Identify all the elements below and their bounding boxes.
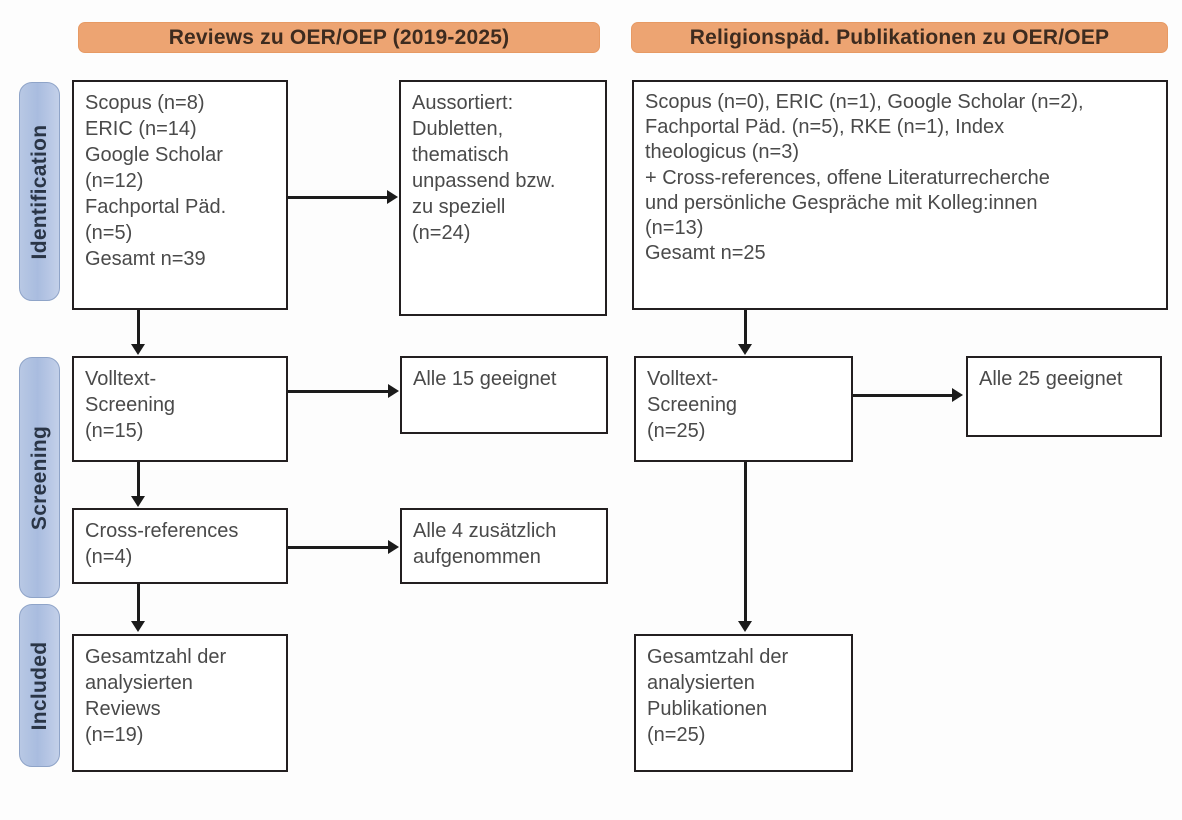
right-screening-line-1: Volltext- <box>647 368 719 390</box>
right-identification-line-4: + Cross-references, offene Literaturrech… <box>645 166 1050 189</box>
stage-label-identification: Identification <box>27 124 51 259</box>
left-identification-line-2: ERIC (n=14) <box>85 118 197 140</box>
stage-pill-screening: Screening <box>19 357 60 598</box>
left-screening-line-1: Volltext- <box>85 368 157 390</box>
right-screening-line-2: Screening <box>647 394 738 416</box>
right-identification-line-7: Gesamt n=25 <box>645 242 766 265</box>
left-crossref-result-box: Alle 4 zusätzlich aufgenommen <box>400 508 608 584</box>
left-crossref-line-1: Cross-references <box>85 520 239 542</box>
left-identification-box: Scopus (n=8) ERIC (n=14) Google Scholar … <box>72 80 288 310</box>
left-crossref-result-line-1: Alle 4 zusätzlich <box>413 520 557 542</box>
column-header-left-label: Reviews zu OER/OEP (2019-2025) <box>168 25 510 49</box>
left-included-line-4: (n=19) <box>85 724 144 746</box>
left-excluded-line-6: (n=24) <box>412 222 471 244</box>
right-screening-result-line-1: Alle 25 geeignet <box>979 368 1123 390</box>
arrowhead-left-crossref-to-included <box>131 621 145 632</box>
right-included-line-1: Gesamtzahl der <box>647 646 789 668</box>
right-identification-line-1: Scopus (n=0), ERIC (n=1), Google Scholar… <box>645 91 1084 113</box>
left-included-box: Gesamtzahl der analysierten Reviews (n=1… <box>72 634 288 772</box>
connector-left-ident-to-excluded <box>288 196 388 199</box>
left-excluded-line-4: unpassend bzw. <box>412 170 556 192</box>
arrowhead-right-screening-to-included <box>738 621 752 632</box>
right-screening-box: Volltext- Screening (n=25) <box>634 356 853 462</box>
left-screening-box: Volltext- Screening (n=15) <box>72 356 288 462</box>
left-screening-result-box: Alle 15 geeignet <box>400 356 608 434</box>
left-crossref-result-line-2: aufgenommen <box>413 546 541 568</box>
left-excluded-box: Aussortiert: Dubletten, thematisch unpas… <box>399 80 607 316</box>
right-included-line-3: Publikationen <box>647 698 768 720</box>
stage-pill-included: Included <box>19 604 60 767</box>
arrowhead-left-ident-to-excluded <box>387 190 398 204</box>
right-identification-line-6: (n=13) <box>645 216 704 239</box>
stage-label-screening: Screening <box>27 425 51 530</box>
left-identification-line-7: Gesamt n=39 <box>85 248 206 270</box>
arrowhead-left-screening-to-result <box>388 384 399 398</box>
right-screening-line-3: (n=25) <box>647 420 706 442</box>
connector-left-crossref-to-included <box>137 584 140 622</box>
arrowhead-right-ident-to-screening <box>738 344 752 355</box>
column-header-right-label: Religionspäd. Publikationen zu OER/OEP <box>689 25 1110 49</box>
left-included-line-3: Reviews <box>85 698 161 720</box>
left-screening-result-line-1: Alle 15 geeignet <box>413 368 557 390</box>
stage-label-included: Included <box>27 641 51 730</box>
right-screening-result-box: Alle 25 geeignet <box>966 356 1162 437</box>
left-excluded-line-3: thematisch <box>412 144 509 166</box>
arrowhead-left-screening-to-crossref <box>131 496 145 507</box>
connector-left-screening-to-result <box>288 390 389 393</box>
stage-pill-identification: Identification <box>19 82 60 301</box>
arrowhead-left-ident-to-screening <box>131 344 145 355</box>
connector-left-screening-to-crossref <box>137 462 140 497</box>
left-identification-line-6: (n=5) <box>85 222 133 244</box>
left-identification-line-5: Fachportal Päd. <box>85 196 227 218</box>
connector-right-screening-to-included <box>744 462 747 622</box>
left-excluded-line-1: Aussortiert: <box>412 92 514 114</box>
left-identification-line-4: (n=12) <box>85 170 144 192</box>
connector-right-screening-to-result <box>853 394 953 397</box>
right-identification-line-3: theologicus (n=3) <box>645 141 799 164</box>
left-excluded-line-2: Dubletten, <box>412 118 504 140</box>
left-screening-line-2: Screening <box>85 394 176 416</box>
left-identification-line-3: Google Scholar <box>85 144 223 166</box>
left-identification-line-1: Scopus (n=8) <box>85 92 205 114</box>
connector-left-ident-to-screening <box>137 310 140 345</box>
right-included-line-4: (n=25) <box>647 724 706 746</box>
left-included-line-1: Gesamtzahl der <box>85 646 227 668</box>
column-header-left: Reviews zu OER/OEP (2019-2025) <box>78 22 600 53</box>
left-included-line-2: analysierten <box>85 672 193 694</box>
connector-right-ident-to-screening <box>744 310 747 345</box>
right-identification-box: Scopus (n=0), ERIC (n=1), Google Scholar… <box>632 80 1168 310</box>
right-identification-line-2: Fachportal Päd. (n=5), RKE (n=1), Index <box>645 116 1005 139</box>
right-included-line-2: analysierten <box>647 672 755 694</box>
right-included-box: Gesamtzahl der analysierten Publikatione… <box>634 634 853 772</box>
left-crossref-box: Cross-references (n=4) <box>72 508 288 584</box>
column-header-right: Religionspäd. Publikationen zu OER/OEP <box>631 22 1168 53</box>
arrowhead-right-screening-to-result <box>952 388 963 402</box>
arrowhead-left-crossref-to-result <box>388 540 399 554</box>
right-identification-line-5: und persönliche Gespräche mit Kolleg:inn… <box>645 191 1038 214</box>
left-screening-line-3: (n=15) <box>85 420 144 442</box>
connector-left-crossref-to-result <box>288 546 389 549</box>
left-crossref-line-2: (n=4) <box>85 546 133 568</box>
left-excluded-line-5: zu speziell <box>412 196 506 218</box>
